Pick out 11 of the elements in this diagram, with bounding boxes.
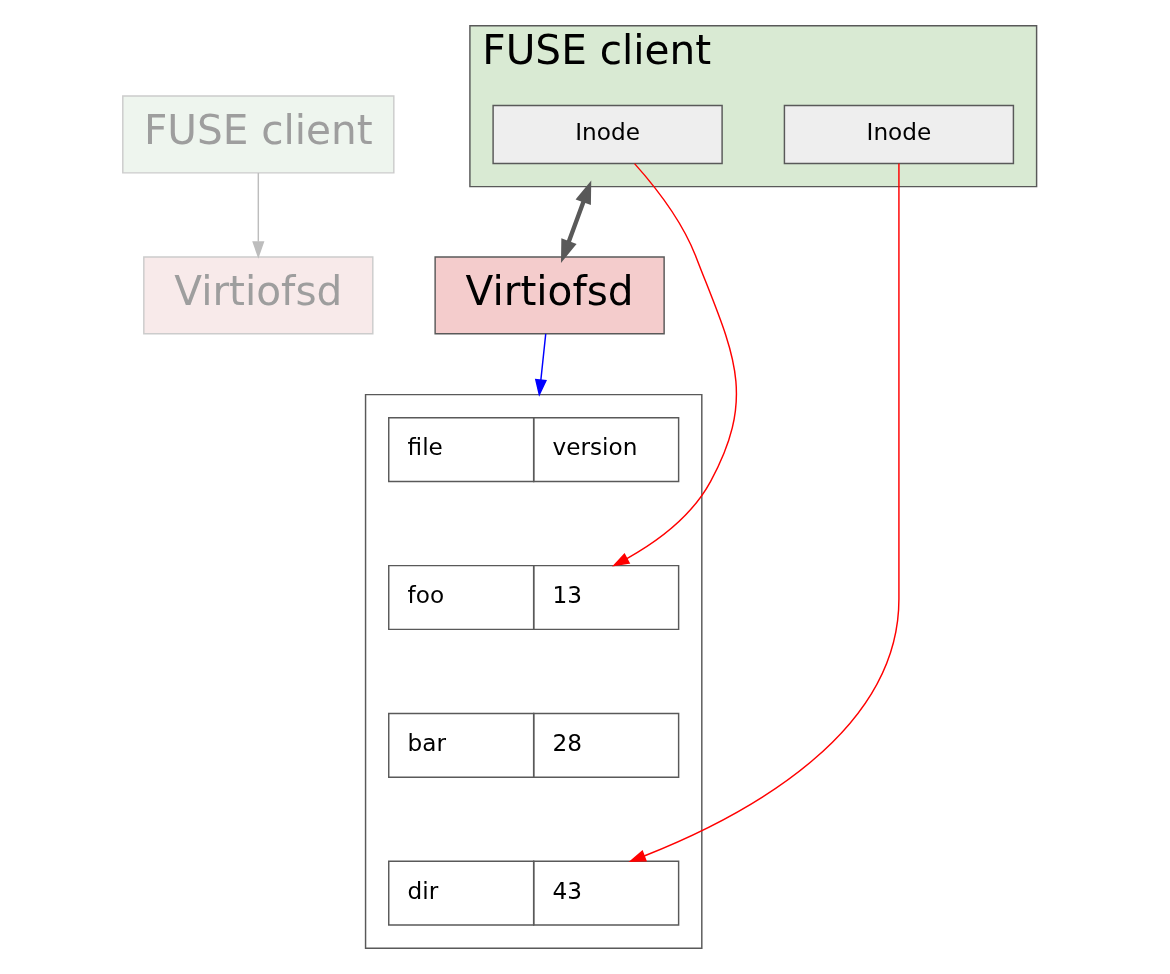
node-box: Inode <box>783 104 1014 165</box>
arrow <box>611 162 737 567</box>
arrow <box>251 172 264 259</box>
node-box: Virtiofsd <box>142 256 374 335</box>
node-box: FUSE client <box>121 95 395 174</box>
node-box: Inode <box>491 104 723 165</box>
arrow <box>534 333 547 397</box>
cluster <box>364 393 703 949</box>
node-box: Virtiofsd <box>433 256 665 335</box>
arrow <box>628 162 900 862</box>
arrow <box>560 180 591 263</box>
